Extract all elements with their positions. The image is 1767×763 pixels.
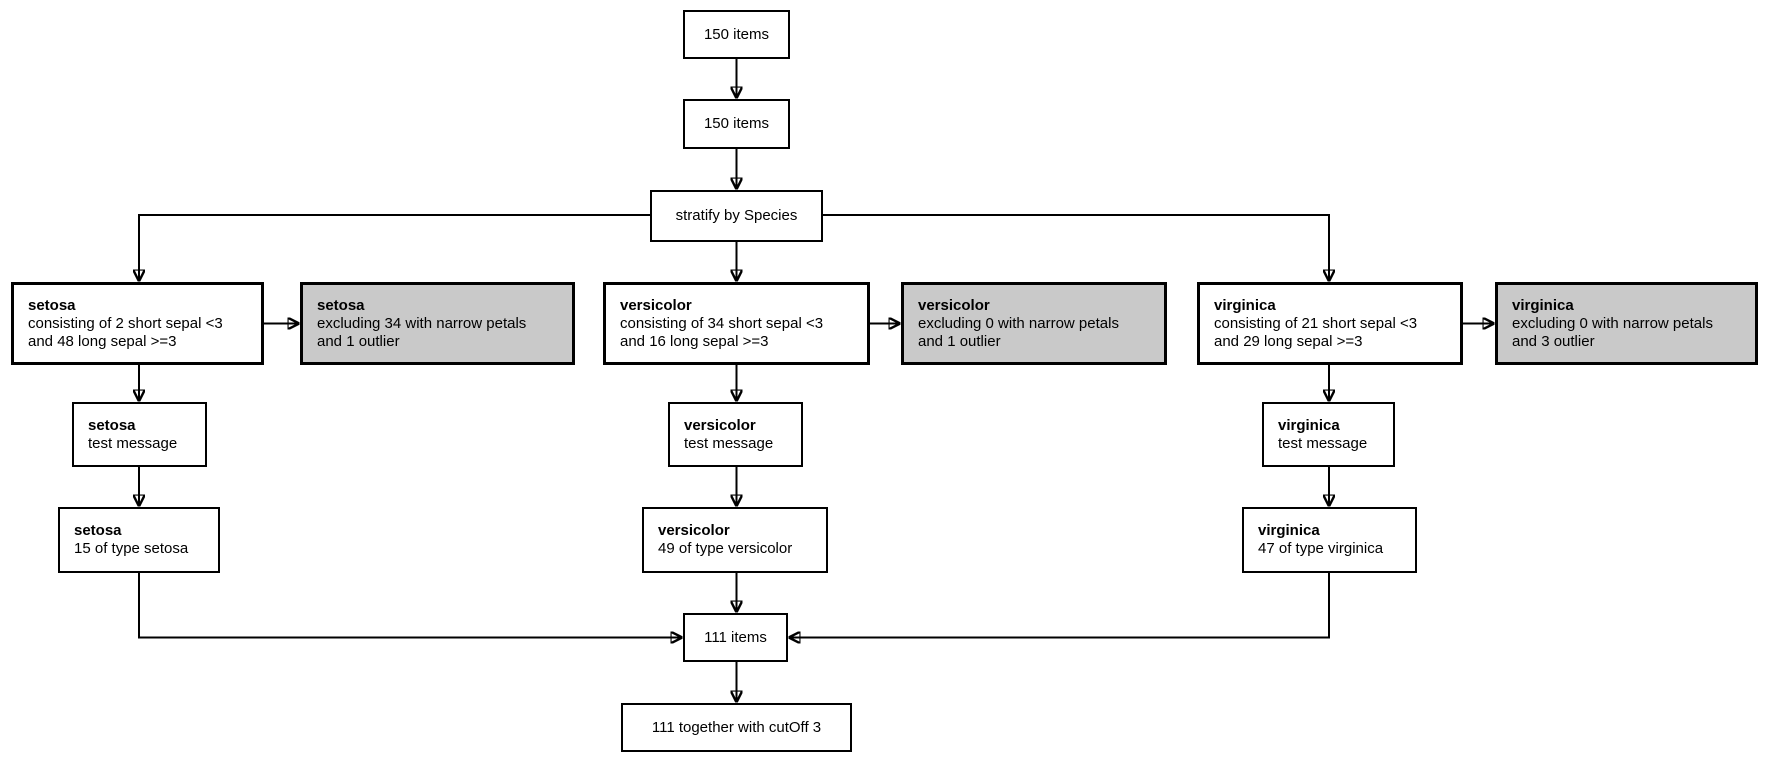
node-line: excluding 0 with narrow petals (1512, 314, 1713, 332)
node-line: and 16 long sepal >=3 (620, 332, 769, 350)
node-line: and 29 long sepal >=3 (1214, 332, 1363, 350)
node-setosa-type-count: setosa 15 of type setosa (58, 507, 220, 573)
node-virginica-consisting: virginica consisting of 21 short sepal <… (1197, 282, 1463, 365)
node-label: 150 items (703, 25, 770, 43)
node-title: setosa (88, 416, 136, 434)
node-line: consisting of 21 short sepal <3 (1214, 314, 1418, 332)
node-title: virginica (1258, 522, 1320, 539)
node-line: consisting of 2 short sepal <3 (28, 314, 223, 332)
node-title: versicolor (658, 522, 730, 539)
node-line: and 1 outlier (317, 332, 400, 350)
node-virginica-type-count: virginica 47 of type virginica (1242, 507, 1417, 573)
node-stratify-by-species: stratify by Species (650, 190, 823, 242)
node-line: excluding 34 with narrow petals (317, 314, 527, 332)
node-versicolor-test-message: versicolor test message (668, 402, 803, 467)
node-versicolor-consisting: versicolor consisting of 34 short sepal … (603, 282, 870, 365)
node-label: stratify by Species (675, 207, 798, 224)
node-title: setosa (317, 296, 365, 314)
node-label: 150 items (703, 115, 770, 132)
node-versicolor-excluded: versicolor excluding 0 with narrow petal… (901, 282, 1167, 365)
node-final-cutoff: 111 together with cutOff 3 (621, 703, 852, 752)
node-merge-111-items: 111 items (683, 613, 788, 662)
node-setosa-test-message: setosa test message (72, 402, 207, 467)
node-items-150-source: 150 items (683, 10, 790, 59)
node-virginica-test-message: virginica test message (1262, 402, 1395, 467)
node-title: virginica (1512, 296, 1574, 314)
node-line: 15 of type setosa (74, 540, 189, 557)
node-title: virginica (1214, 296, 1276, 314)
node-title: versicolor (918, 296, 990, 314)
node-line: and 3 outlier (1512, 332, 1595, 350)
node-line: excluding 0 with narrow petals (918, 314, 1119, 332)
node-label: 111 items (704, 628, 767, 646)
node-line: consisting of 34 short sepal <3 (620, 314, 824, 332)
node-versicolor-type-count: versicolor 49 of type versicolor (642, 507, 828, 573)
node-title: setosa (74, 522, 122, 539)
node-line: test message (1278, 434, 1368, 452)
node-line: and 48 long sepal >=3 (28, 332, 177, 350)
node-label: 111 together with cutOff 3 (651, 718, 822, 736)
node-title: virginica (1278, 416, 1340, 434)
node-line: 47 of type virginica (1258, 540, 1384, 557)
node-title: setosa (28, 296, 76, 314)
node-line: test message (684, 434, 774, 452)
node-virginica-excluded: virginica excluding 0 with narrow petals… (1495, 282, 1758, 365)
node-title: versicolor (620, 296, 692, 314)
node-setosa-consisting: setosa consisting of 2 short sepal <3 an… (11, 282, 264, 365)
node-line: 49 of type versicolor (658, 540, 793, 557)
node-setosa-excluded: setosa excluding 34 with narrow petals a… (300, 282, 575, 365)
node-line: and 1 outlier (918, 332, 1001, 350)
node-line: test message (88, 434, 178, 452)
node-items-150-filtered: 150 items (683, 99, 790, 149)
node-title: versicolor (684, 416, 756, 434)
